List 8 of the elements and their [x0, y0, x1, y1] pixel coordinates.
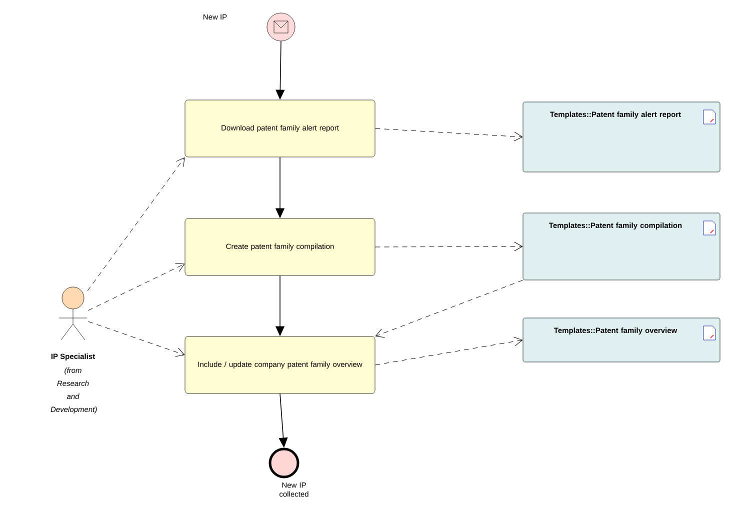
arrow [375, 280, 524, 338]
arrow [88, 263, 185, 311]
arrow [374, 336, 523, 366]
arrow [374, 128, 523, 142]
start-event [266, 12, 296, 42]
arrow [87, 157, 185, 292]
arrow [374, 242, 523, 252]
arrow [88, 321, 185, 357]
